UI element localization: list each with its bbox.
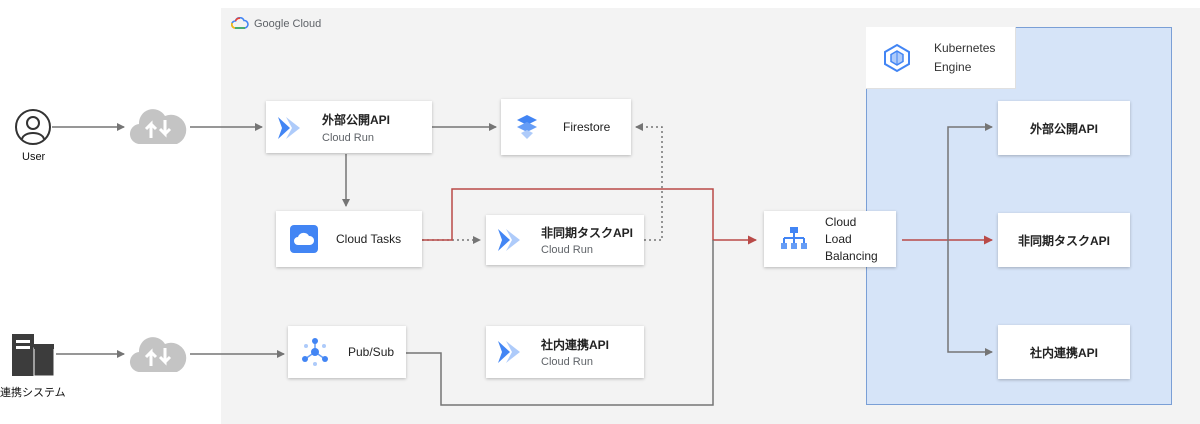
pubsub-icon — [300, 337, 330, 367]
arrow-cloud-tasks-to-load-balancing — [422, 188, 757, 245]
cloud-run-icon — [276, 115, 302, 141]
gke-async-task-api-label: 非同期タスクAPI — [1017, 233, 1110, 248]
internet-cloud-bottom — [127, 332, 189, 378]
firestore-title: Firestore — [563, 120, 611, 134]
load-balancing-line2: Load — [825, 232, 852, 246]
arrow-pubsub-to-load-balancing — [406, 240, 714, 406]
public-api-subtitle: Cloud Run — [322, 132, 374, 144]
load-balancing-line3: Balancing — [825, 249, 878, 263]
user-label: User — [22, 151, 46, 163]
renkei-system-label: 連携システム — [0, 387, 66, 399]
kubernetes-engine-title-line1: Kubernetes — [934, 41, 996, 55]
pubsub-title: Pub/Sub — [348, 345, 395, 359]
internet-cloud-top — [127, 104, 189, 150]
public-api-title: 外部公開API — [322, 113, 391, 127]
renkei-system-actor — [10, 332, 56, 378]
public-api-cloud-run-node[interactable]: 外部公開API Cloud Run — [266, 101, 432, 153]
google-cloud-text: Google Cloud — [254, 18, 322, 30]
firestore-icon — [513, 113, 541, 141]
async-task-api-title: 非同期タスクAPI — [541, 226, 634, 240]
gke-public-api-service[interactable]: 外部公開API — [998, 101, 1130, 155]
internet-cloud-icon — [129, 109, 187, 145]
firestore-node[interactable]: Firestore — [501, 99, 631, 155]
cloud-tasks-title: Cloud Tasks — [336, 232, 402, 246]
gke-internal-api-label: 社内連携API — [1029, 345, 1098, 360]
gke-public-api-label: 外部公開API — [1029, 121, 1098, 136]
internal-api-subtitle: Cloud Run — [541, 356, 593, 368]
server-icon — [12, 334, 55, 377]
arrow-load-balancing-to-internal-service — [947, 240, 993, 356]
google-cloud-logo-icon — [230, 16, 249, 32]
load-balancing-line1: Cloud — [825, 215, 857, 229]
gke-internal-api-service[interactable]: 社内連携API — [998, 325, 1130, 379]
async-task-api-subtitle: Cloud Run — [541, 244, 593, 256]
cloud-load-balancing-node[interactable]: Cloud Load Balancing — [764, 211, 896, 267]
internal-api-cloud-run-node[interactable]: 社内連携API Cloud Run — [486, 326, 644, 378]
pubsub-node[interactable]: Pub/Sub — [288, 326, 406, 378]
internet-cloud-icon — [129, 337, 187, 373]
user-actor — [14, 108, 52, 146]
async-task-api-cloud-run-node[interactable]: 非同期タスクAPI Cloud Run — [486, 215, 644, 265]
kubernetes-engine-header: Kubernetes Engine — [866, 27, 1016, 89]
kubernetes-engine-title-line2: Engine — [934, 60, 972, 74]
gke-async-task-api-service[interactable]: 非同期タスクAPI — [998, 213, 1130, 267]
internal-api-title: 社内連携API — [541, 338, 610, 352]
cloud-run-icon — [496, 227, 522, 253]
load-balancing-icon — [780, 225, 808, 253]
google-cloud-label: Google Cloud — [230, 14, 322, 34]
cloud-run-icon — [496, 339, 522, 365]
cloud-tasks-node[interactable]: Cloud Tasks — [276, 211, 422, 267]
user-icon — [15, 109, 51, 145]
kubernetes-engine-icon — [882, 43, 912, 73]
cloud-tasks-icon — [290, 225, 318, 253]
arrow-load-balancing-to-public-service — [947, 123, 993, 240]
